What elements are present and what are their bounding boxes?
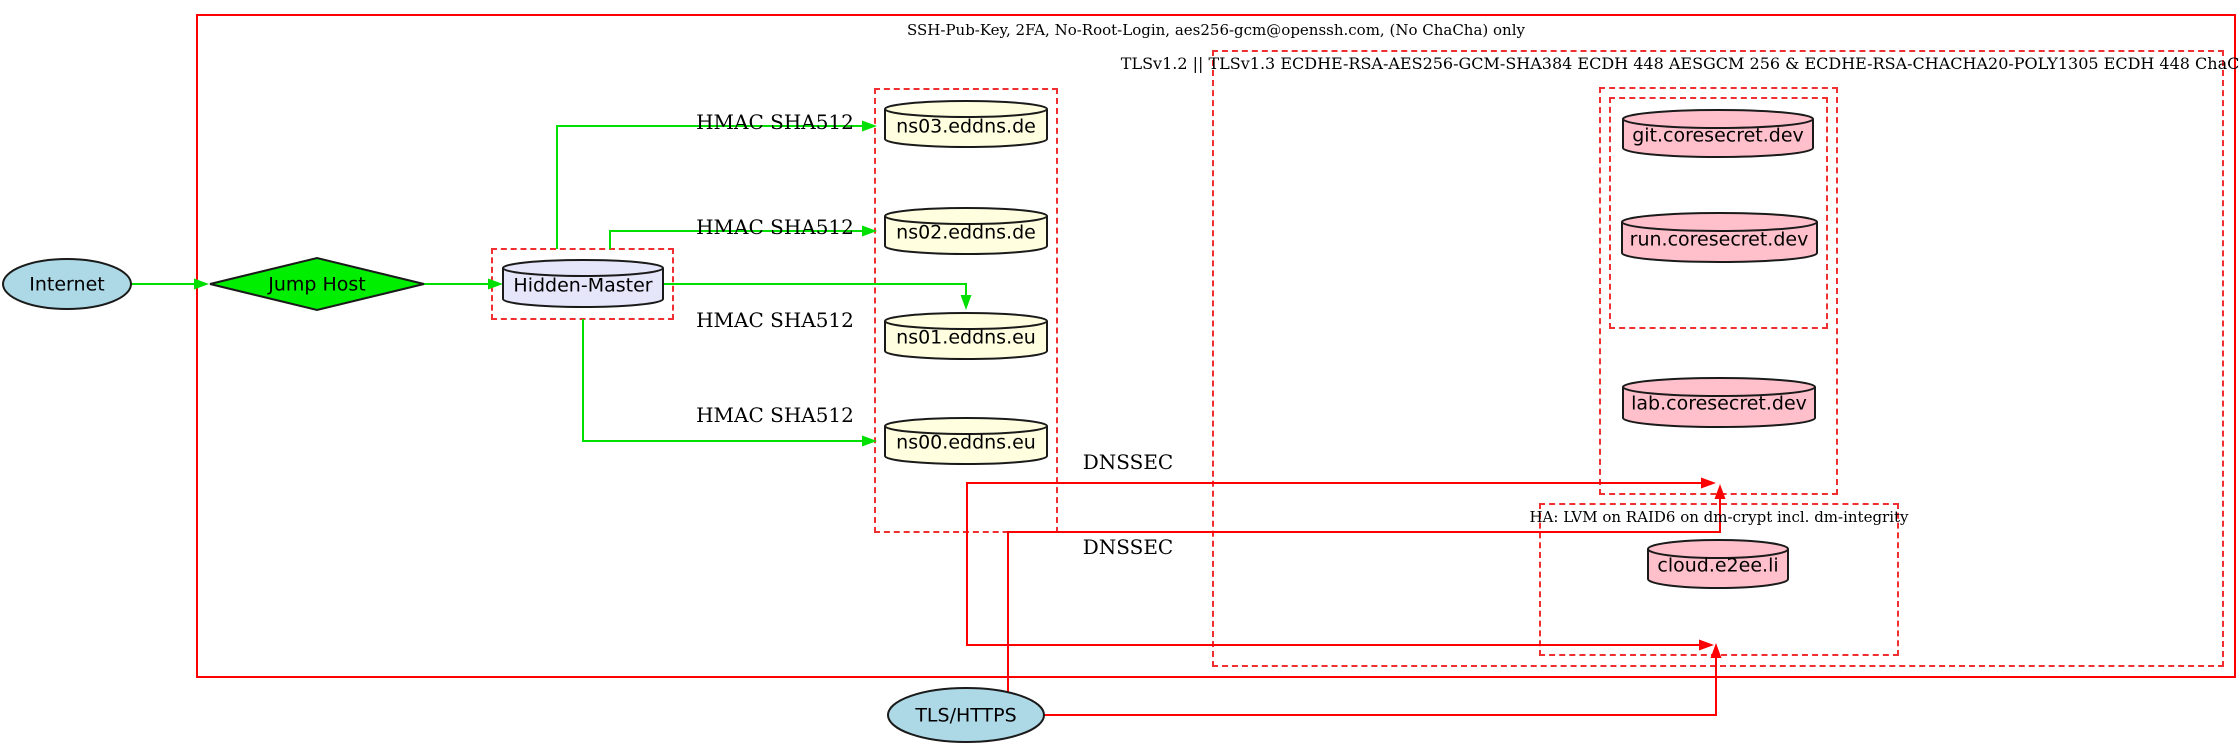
git-cylinder	[1622, 109, 1814, 158]
arrowhead	[1701, 477, 1716, 489]
cluster-coresecret-inner-box	[1609, 97, 1828, 329]
arrowhead	[862, 435, 877, 447]
ns03-cylinder	[884, 100, 1048, 148]
ns02-node-label: ns02.eddns.de	[896, 221, 1036, 244]
edge-label-hmac-ns02: HMAC SHA512	[696, 215, 854, 239]
red-arrowheads	[1699, 477, 1726, 658]
edge-hiddenmaster-ns03	[556, 125, 862, 249]
green-arrowheads	[194, 120, 972, 447]
cloud-node-label: cloud.e2ee.li	[1657, 554, 1779, 577]
arrowhead	[1714, 484, 1726, 499]
edge-tlshttps-to-coresecret	[1007, 499, 1721, 692]
edge-label-hmac-ns01: HMAC SHA512	[696, 308, 854, 332]
arrowhead	[862, 120, 877, 132]
run-cylinder	[1621, 212, 1818, 263]
edge-label-hmac-ns00: HMAC SHA512	[696, 403, 854, 427]
edge-label-dnssec-lower: DNSSEC	[1082, 535, 1174, 559]
ns03-node-label: ns03.eddns.de	[896, 115, 1036, 138]
edge-label-dnssec-upper: DNSSEC	[1082, 450, 1174, 474]
ns01-node-label: ns01.eddns.eu	[896, 326, 1036, 349]
arrowhead	[194, 278, 209, 290]
edge-tlshttps-to-ha	[1043, 658, 1717, 716]
lab-cylinder	[1622, 377, 1816, 428]
internet-node-label: Internet	[29, 273, 105, 296]
red-edges	[966, 482, 1721, 716]
cluster-ssh-label: SSH-Pub-Key, 2FA, No-Root-Login, aes256-…	[907, 20, 1525, 39]
cloud-cylinder	[1647, 539, 1789, 589]
tls-https-ellipse	[887, 687, 1045, 743]
arrowhead	[862, 225, 877, 237]
git-node-label: git.coresecret.dev	[1632, 124, 1804, 147]
edge-hiddenmaster-ns00	[582, 319, 862, 442]
edge-dnssec-to-ha	[966, 532, 1699, 646]
cluster-ha-label: HA: LVM on RAID6 on dm-crypt incl. dm-in…	[1529, 507, 1909, 526]
cluster-tls-box	[1212, 50, 2224, 667]
cluster-ssh-box	[196, 14, 2236, 678]
green-edges	[131, 125, 967, 442]
arrowhead	[960, 295, 972, 310]
jump-host-node-label: Jump Host	[268, 273, 366, 296]
run-node-label: run.coresecret.dev	[1629, 228, 1809, 251]
cluster-tls-label: TLSv1.2 || TLSv1.3 ECDHE-RSA-AES256-GCM-…	[1120, 54, 2240, 74]
ns01-cylinder	[884, 312, 1048, 360]
ns00-cylinder	[884, 417, 1048, 465]
ns02-cylinder	[884, 207, 1048, 255]
edge-dnssec-to-coresecret	[966, 482, 1701, 532]
tls-https-node-label: TLS/HTTPS	[915, 704, 1017, 727]
arrowhead	[1699, 639, 1714, 651]
lab-node-label: lab.coresecret.dev	[1631, 392, 1807, 415]
node-shapes	[2, 100, 1818, 743]
ns00-node-label: ns00.eddns.eu	[896, 431, 1036, 454]
arrowhead	[488, 278, 503, 290]
internet-ellipse	[2, 258, 132, 310]
hidden-master-node-label: Hidden-Master	[513, 274, 653, 297]
edge-label-hmac-ns03: HMAC SHA512	[696, 110, 854, 134]
hidden-master-cylinder	[502, 259, 664, 308]
edge-hiddenmaster-ns02	[609, 230, 862, 249]
edge-hiddenmaster-ns01	[663, 283, 967, 295]
arrowhead	[1710, 643, 1722, 658]
jump-host-diamond	[209, 256, 425, 312]
